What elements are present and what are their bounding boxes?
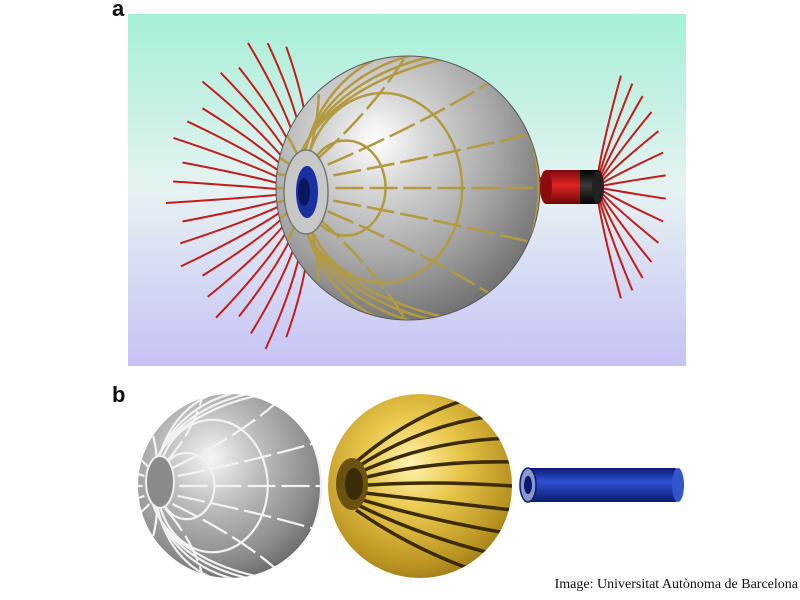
magnetic-tube-opening bbox=[283, 149, 329, 235]
panel-label-b: b bbox=[112, 382, 126, 407]
image-credit: Image: Universitat Autònoma de Barcelona bbox=[554, 577, 798, 592]
blue-magnetic-tube bbox=[519, 467, 684, 503]
gold-shell bbox=[328, 394, 512, 578]
magnet-cylinder bbox=[540, 170, 604, 204]
panel-label-a: a bbox=[112, 0, 125, 21]
panel-b-components bbox=[128, 382, 688, 582]
silver-shell bbox=[138, 394, 322, 578]
panel-a-wormhole-diagram bbox=[128, 14, 686, 366]
